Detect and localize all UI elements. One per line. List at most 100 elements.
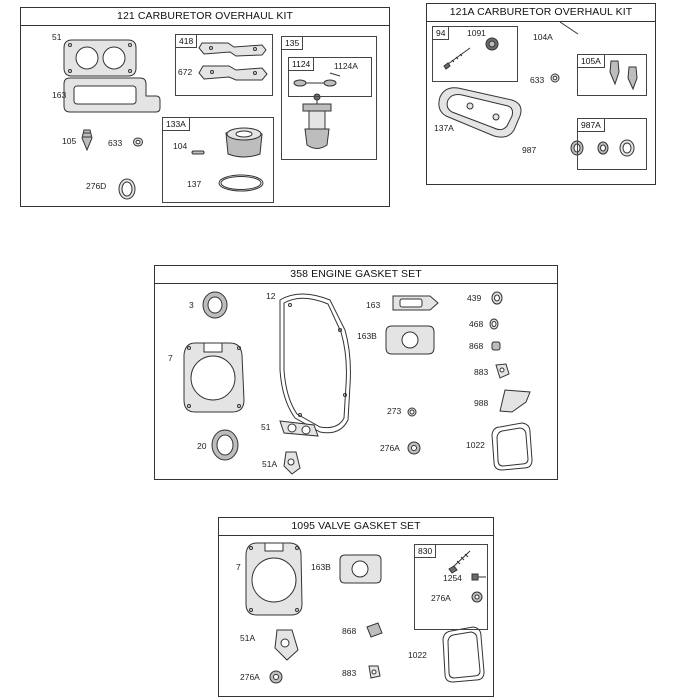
part-label-439: 439	[467, 293, 482, 303]
part-label-105: 105	[62, 136, 77, 146]
cylinder-head-gasket-7-drawing	[183, 342, 245, 413]
gasket-163-engine-drawing	[392, 295, 439, 311]
cylinder-head-gasket-v7-drawing	[245, 542, 303, 616]
part-label-273: 273	[387, 406, 402, 416]
part-label-v7: 7	[236, 562, 241, 572]
part-label-163: 163	[52, 90, 67, 100]
part-label-672: 672	[178, 67, 193, 77]
part-label-20: 20	[197, 441, 207, 451]
part-label-104: 104	[173, 141, 188, 151]
part-label-v1022: 1022	[408, 650, 427, 660]
part-label-v276a: 276A	[240, 672, 260, 682]
part-label-987: 987	[522, 145, 537, 155]
part-label-v163b: 163B	[311, 562, 331, 572]
gasket-v163b-drawing	[339, 554, 382, 584]
seal-v276a2-drawing	[471, 591, 483, 603]
gasket-51-engine-drawing	[279, 420, 319, 437]
seal-439-drawing	[491, 291, 503, 305]
gasket-988-drawing	[499, 389, 531, 413]
washer-273-drawing	[407, 407, 417, 417]
gasket-137a-drawing	[438, 87, 522, 138]
gasket-276d-drawing	[118, 178, 136, 200]
subkit-94-label: 94	[433, 27, 450, 40]
valve-cover-gasket-v1022-drawing	[442, 626, 485, 683]
valve-cover-gasket-1022-drawing	[491, 422, 533, 471]
kit-358-box: 358 ENGINE GASKET SET	[154, 265, 558, 480]
needle-105a-drawing	[609, 60, 638, 91]
part-label-7: 7	[168, 353, 173, 363]
part-label-51-engine: 51	[261, 422, 271, 432]
part-label-v276a2: 276A	[431, 593, 451, 603]
seal-276a-drawing	[407, 441, 421, 455]
part-label-3: 3	[189, 300, 194, 310]
part-label-163-engine: 163	[366, 300, 381, 310]
washer-633-drawing	[133, 137, 143, 147]
subkit-418-label: 418	[176, 35, 198, 48]
part-label-104a: 104A	[533, 32, 553, 42]
pin-104-drawing	[191, 150, 205, 155]
cap-1091-drawing	[485, 37, 499, 51]
crankcase-gasket-12-drawing	[279, 293, 351, 434]
part-label-v868: 868	[342, 626, 357, 636]
subkit-987a-box: 987A	[577, 118, 647, 170]
subkit-1124-box: 1124	[288, 57, 372, 97]
part-label-633: 633	[108, 138, 123, 148]
float-133a-drawing	[225, 127, 263, 158]
gasket-51a-drawing	[283, 451, 301, 475]
kit-1095-box: 1095 VALVE GASKET SET 830	[218, 517, 494, 697]
subkit-830-label: 830	[415, 545, 437, 558]
part-label-v1254: 1254	[443, 573, 462, 583]
gasket-418-drawing	[198, 42, 267, 57]
subkit-133a-label: 133A	[163, 118, 190, 131]
kit-1095-title: 1095 VALVE GASKET SET	[219, 518, 493, 536]
part-label-633a: 633	[530, 75, 545, 85]
kit-358-title: 358 ENGINE GASKET SET	[155, 266, 557, 284]
part-label-276d: 276D	[86, 181, 107, 191]
clip-v883-drawing	[368, 665, 381, 679]
pin-104a-drawing	[559, 21, 579, 35]
gasket-672-drawing	[198, 65, 268, 81]
part-label-988: 988	[474, 398, 489, 408]
oil-seal-20-drawing	[211, 429, 239, 461]
subkit-135-label: 135	[282, 37, 304, 50]
oil-seal-3-drawing	[202, 291, 228, 319]
subkit-830-box: 830	[414, 544, 488, 630]
part-label-51: 51	[52, 32, 62, 42]
part-label-137a: 137A	[434, 123, 454, 133]
part-label-1091: 1091	[467, 28, 486, 38]
subkit-1124-label: 1124	[289, 58, 315, 71]
subkit-418-box: 418	[175, 34, 273, 96]
subkit-133a-box: 133A	[162, 117, 274, 203]
part-label-51a: 51A	[262, 459, 278, 469]
o-ring-137-drawing	[218, 174, 264, 192]
kit-121a-title: 121A CARBURETOR OVERHAUL KIT	[427, 4, 655, 22]
seal-v868-drawing	[366, 622, 383, 638]
washer-633a-drawing	[550, 73, 560, 83]
kit-121-title: 121 CARBURETOR OVERHAUL KIT	[21, 8, 389, 26]
intake-gasket-163-drawing	[63, 77, 161, 113]
float-pin-1124a-drawing	[329, 72, 341, 77]
float-1124-drawing	[293, 79, 337, 87]
part-label-868: 868	[469, 341, 484, 351]
gasket-v51a-drawing	[274, 629, 299, 661]
kit-121a-box: 121A CARBURETOR OVERHAUL KIT 94 105A 987…	[426, 3, 656, 185]
part-label-276a: 276A	[380, 443, 400, 453]
part-label-883: 883	[474, 367, 489, 377]
part-label-v51a: 51A	[240, 633, 256, 643]
carburetor-mounting-gasket-51-drawing	[63, 39, 137, 77]
part-label-137: 137	[187, 179, 202, 189]
part-label-468: 468	[469, 319, 484, 329]
part-label-163b: 163B	[357, 331, 377, 341]
needle-valve-105-drawing	[81, 129, 93, 152]
seal-v276a-drawing	[269, 670, 283, 684]
subkit-94-box: 94	[432, 26, 518, 82]
part-label-v883: 883	[342, 668, 357, 678]
subkit-105a-label: 105A	[578, 55, 605, 68]
clip-883-drawing	[495, 363, 510, 379]
subkit-135-box: 135 1124	[281, 36, 377, 160]
screw-1254-drawing	[471, 573, 486, 581]
part-label-1124a: 1124A	[334, 61, 358, 71]
breather-valve-830-drawing	[448, 550, 471, 574]
float-bowl-135-drawing	[302, 93, 332, 149]
